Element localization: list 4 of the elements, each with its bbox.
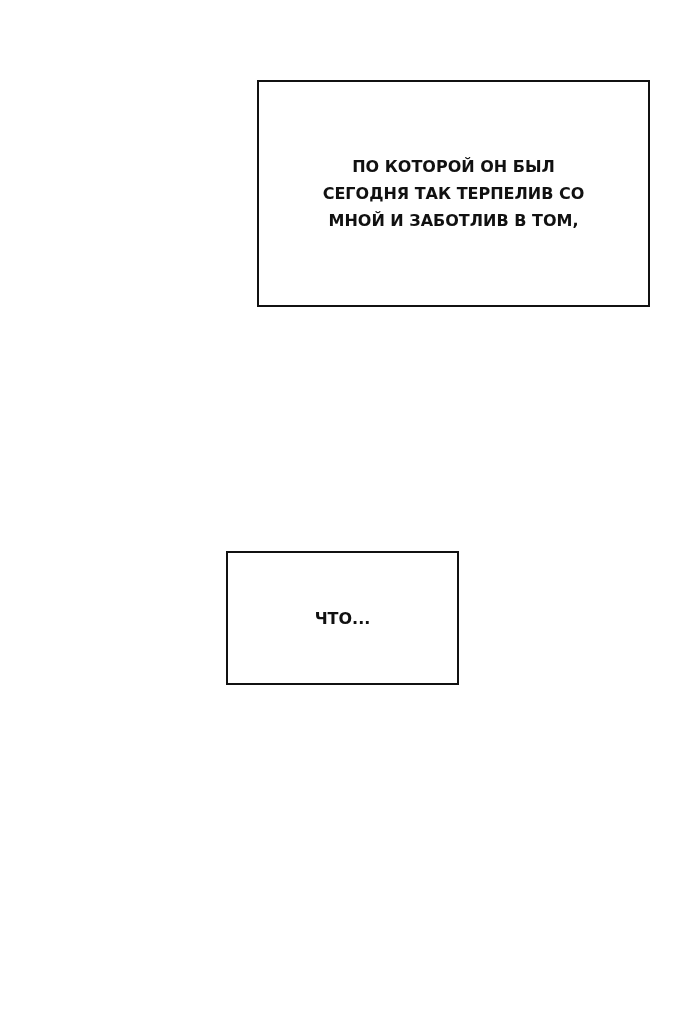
caption-text: ЧТО... (314, 607, 371, 630)
caption-text: ПО КОТОРОЙ ОН БЫЛ СЕГОДНЯ ТАК ТЕРПЕЛИВ СО МНОЙ И ЗАБОТЛИВ В ТОМ, (321, 156, 586, 232)
caption-box (257, 80, 650, 307)
caption-box (226, 551, 459, 685)
